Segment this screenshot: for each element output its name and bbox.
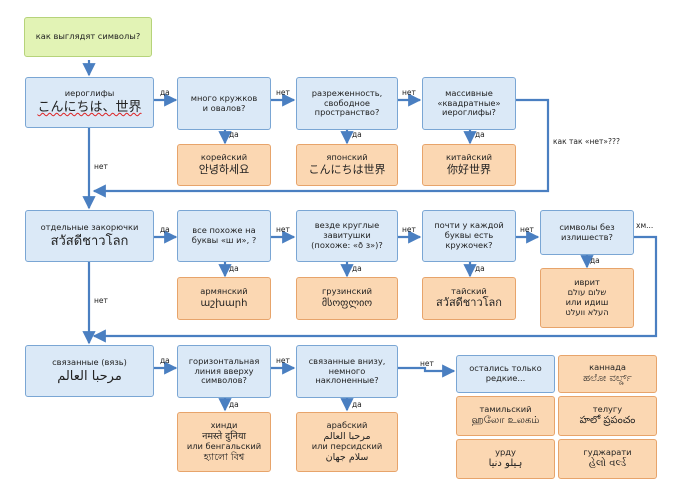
urdu-label: урду xyxy=(495,446,516,457)
yes-label: да xyxy=(229,400,239,409)
topline-question: горизонтальная линия вверху символов? xyxy=(177,345,271,398)
yes-label: да xyxy=(160,356,170,365)
thai-sample: สวัสดีชาวโลก xyxy=(436,296,502,310)
no-label: нет xyxy=(520,225,534,234)
yes-label: да xyxy=(475,264,485,273)
tamil-answer: тамильский ஹலோ உலகம் xyxy=(456,396,555,436)
no-label: нет xyxy=(276,356,290,365)
kannada-answer: каннада ಹಲೋ ವರ್ಲ್ಡ್ xyxy=(558,355,657,393)
plain-question: символы без излишеств? xyxy=(540,210,634,255)
curls-question: везде круглые завитушки (похоже: «ð з»)? xyxy=(296,210,398,262)
no-label: нет xyxy=(94,162,108,171)
yes-label: да xyxy=(229,130,239,139)
arabic-label: арабский xyxy=(326,420,368,431)
no-label: нет xyxy=(402,225,416,234)
yes-label: да xyxy=(590,256,600,265)
letters-question: все похоже на буквы «ш и», ? xyxy=(177,210,271,262)
arabic-answer: арабский مرحبا العالم или персидский سلا… xyxy=(296,412,398,472)
yes-label: да xyxy=(352,264,362,273)
connected-label: связанные (вязь) xyxy=(52,356,127,367)
tamil-label: тамильский xyxy=(479,403,532,414)
urdu-answer: урду ہیلو دنیا xyxy=(456,439,555,479)
exit-label: хм... xyxy=(636,221,654,230)
urdu-sample: ہیلو دنیا xyxy=(488,458,523,470)
hindi-label: хинди xyxy=(210,420,238,431)
yes-label: да xyxy=(229,264,239,273)
many-circles-question: много кружков и овалов? xyxy=(177,77,271,130)
gujarati-answer: гуджарати હેલો વર્લ્ડ xyxy=(558,439,657,479)
hindi-answer: хинди नमस्ते दुनिया или бенгальский হ্যা… xyxy=(177,412,271,472)
connected-sample: مرحبا العالم xyxy=(57,368,122,384)
bengali-sample: হ্যালো বিশ্ব xyxy=(203,451,245,463)
hieroglyphs-label: иероглифы xyxy=(64,88,115,99)
telugu-sample: హలో ప్రపంచం xyxy=(579,415,636,427)
chinese-answer: китайский 你好世界 xyxy=(422,144,516,186)
armenian-answer: армянский աշխարհ xyxy=(177,277,271,320)
gujarati-label: гуджарати xyxy=(583,446,632,457)
japanese-label: японский xyxy=(326,152,368,163)
korean-label: корейский xyxy=(200,152,248,163)
thai-answer: тайский สวัสดีชาวโลก xyxy=(422,277,516,320)
tamil-sample: ஹலோ உலகம் xyxy=(471,415,540,427)
persian-sample: سلام جهان xyxy=(325,451,369,463)
japanese-sample: こんにちは世界 xyxy=(308,162,386,176)
japanese-answer: японский こんにちは世界 xyxy=(296,144,398,186)
squiggles-node: отдельные закорючки สวัสดีชาวโลก xyxy=(25,210,154,262)
circle-question: почти у каждой буквы есть кружочек? xyxy=(422,210,516,262)
kannada-sample: ಹಲೋ ವರ್ಲ್ಡ್ xyxy=(583,373,632,385)
chinese-label: китайский xyxy=(445,152,493,163)
persian-label: или персидский xyxy=(311,441,383,451)
connected-node: связанные (вязь) مرحبا العالم xyxy=(25,345,154,397)
no-label: нет xyxy=(402,88,416,97)
no-label: нет xyxy=(420,359,434,368)
squiggles-sample: สวัสดีชาวโลก xyxy=(50,233,129,249)
yes-label: да xyxy=(352,400,362,409)
square-question: массивные «квадратные» иероглифы? xyxy=(422,77,516,130)
thai-label: тайский xyxy=(451,285,487,296)
no-label: нет xyxy=(94,296,108,305)
sparse-question: разреженность, свободное пространство? xyxy=(296,77,398,130)
arabic-sample: مرحبا العالم xyxy=(323,430,371,442)
no-label: нет xyxy=(276,88,290,97)
no-label: нет xyxy=(276,225,290,234)
gujarati-sample: હેલો વર્લ્ડ xyxy=(588,458,627,470)
georgian-sample: მსოფლიო xyxy=(321,297,373,309)
yes-label: да xyxy=(160,225,170,234)
yes-label: да xyxy=(475,130,485,139)
telugu-label: телугу xyxy=(592,403,623,414)
bengali-label: или бенгальский xyxy=(186,441,262,451)
start-question: как выглядят символы? xyxy=(24,17,152,57)
squiggles-label: отдельные закорючки xyxy=(40,221,139,232)
rare-remaining: остались только редкие... xyxy=(456,355,555,393)
telugu-answer: телугу హలో ప్రపంచం xyxy=(558,396,657,436)
korean-answer: корейский 안녕하세요 xyxy=(177,144,271,186)
hebrew-answer: иврит שלום עולם или идиш העלא וועלט xyxy=(540,268,634,328)
slanted-question: связанные внизу, немного наклоненные? xyxy=(296,345,398,398)
exit-label: как так «нет»??? xyxy=(553,137,620,146)
yes-label: да xyxy=(352,130,362,139)
korean-sample: 안녕하세요 xyxy=(198,162,250,176)
georgian-label: грузинский xyxy=(321,286,373,297)
hieroglyphs-sample: こんにちは、世界 xyxy=(37,100,142,116)
hieroglyphs-node: иероглифы こんにちは、世界 xyxy=(25,77,154,128)
georgian-answer: грузинский მსოფლიო xyxy=(296,277,398,320)
armenian-label: армянский xyxy=(200,286,248,297)
yes-label: да xyxy=(160,88,170,97)
hindi-sample: नमस्ते दुनिया xyxy=(202,430,246,442)
armenian-sample: աշխարհ xyxy=(200,297,248,309)
chinese-sample: 你好世界 xyxy=(447,162,491,176)
kannada-label: каннада xyxy=(589,361,626,372)
